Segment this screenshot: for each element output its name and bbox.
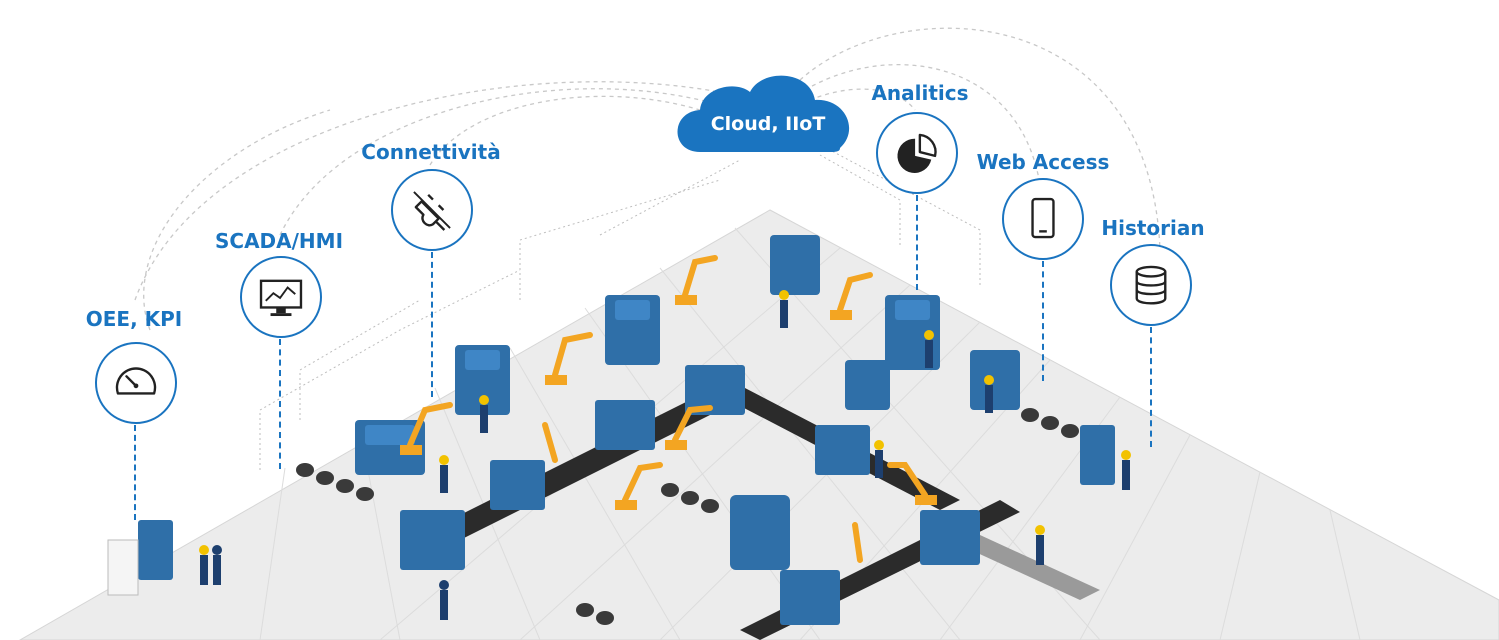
node-stem-historian xyxy=(1150,327,1152,447)
node-web-access[interactable] xyxy=(1002,178,1084,260)
node-oee-kpi[interactable] xyxy=(95,342,177,424)
node-stem-web-access xyxy=(1042,261,1044,381)
plug-icon xyxy=(413,191,451,231)
robot-bases xyxy=(400,295,937,510)
workers xyxy=(199,290,1131,620)
machine-shading xyxy=(365,300,930,445)
node-label-oee-kpi: OEE, KPI xyxy=(85,307,183,331)
smartphone-icon xyxy=(1031,197,1055,239)
node-connettivita[interactable] xyxy=(391,169,473,251)
control-cabinets xyxy=(107,539,139,596)
connection-arcs xyxy=(134,27,1161,331)
monitor-chart-icon xyxy=(259,279,303,317)
cloud-shape xyxy=(677,75,850,152)
node-historian[interactable] xyxy=(1110,244,1192,326)
node-label-historian: Historian xyxy=(1101,216,1205,240)
node-label-connettivita: Connettività xyxy=(361,140,501,164)
node-scada-hmi[interactable] xyxy=(240,256,322,338)
node-stem-analitics xyxy=(916,195,918,290)
node-stem-scada-hmi xyxy=(279,339,281,469)
node-label-web-access: Web Access xyxy=(976,150,1110,174)
cloud-label: Cloud, IIoT xyxy=(710,113,826,135)
gauge-icon xyxy=(115,367,157,395)
database-icon xyxy=(1135,265,1167,305)
pie-chart-icon xyxy=(897,133,937,173)
pipe-stacks xyxy=(296,408,1079,625)
guide-lines xyxy=(259,149,981,470)
node-label-scada-hmi: SCADA/HMI xyxy=(214,229,344,253)
node-analitics[interactable] xyxy=(876,112,958,194)
node-stem-connettivita xyxy=(431,252,433,397)
node-stem-oee-kpi xyxy=(134,425,136,520)
robot-arms xyxy=(407,255,928,563)
node-label-analitics: Analitics xyxy=(871,81,969,105)
